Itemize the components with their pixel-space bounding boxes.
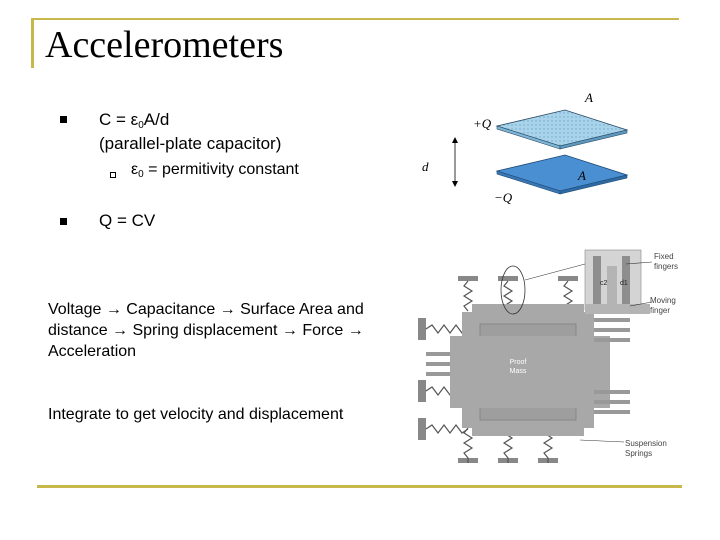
suspension-springs-label: Springs	[625, 449, 652, 458]
capacitance-note: (parallel-plate capacitor)	[99, 134, 282, 153]
frame-accent-bottom	[37, 485, 682, 488]
proof-mass	[450, 304, 610, 436]
charge-formula: Q = CV	[99, 211, 156, 230]
top-charge-label: +Q	[473, 116, 492, 131]
frame-accent-left	[31, 18, 34, 68]
finger-detail	[584, 249, 650, 314]
bottom-area-label: A	[577, 168, 586, 183]
fixed-fingers-label: Fixed	[654, 252, 674, 261]
frame-accent-top	[31, 18, 679, 20]
top-plate	[495, 109, 629, 147]
gap-label-d1: d1	[620, 280, 628, 287]
bottom-charge-label: −Q	[494, 190, 513, 205]
permittivity-text: ε0 = permitivity constant	[131, 161, 299, 180]
bullet-marker	[60, 116, 67, 123]
measurement-chain-text: Voltage → Capacitance → Surface Area and…	[48, 301, 364, 360]
integrate-text: Integrate to get velocity and displaceme…	[48, 406, 344, 423]
capacitance-formula: C = ε0A/d	[99, 110, 170, 131]
bullet-marker	[60, 218, 67, 225]
proof-mass-label: Mass	[510, 368, 527, 375]
capacitor-diagram: A +Q d A −Q	[422, 90, 629, 205]
sub-bullet-marker	[110, 172, 116, 178]
fixed-fingers-label: fingers	[654, 262, 678, 271]
suspension-springs-label: Suspension	[625, 439, 667, 448]
left-comb-fingers	[426, 352, 464, 376]
gap-label: d	[422, 159, 429, 174]
mems-accelerometer-diagram: Fixed fingers c2 d1 Moving finger Proof …	[418, 249, 678, 463]
slide-title: Accelerometers	[45, 24, 284, 66]
bottom-plate	[495, 154, 629, 192]
moving-finger-label: finger	[650, 306, 670, 315]
right-comb-fingers	[594, 318, 630, 414]
moving-finger-label: Moving	[650, 296, 676, 305]
highlight-ellipse	[500, 265, 526, 315]
gap-label-c2: c2	[600, 280, 608, 287]
top-area-label: A	[584, 90, 593, 105]
proof-mass-label: Proof	[510, 359, 527, 366]
